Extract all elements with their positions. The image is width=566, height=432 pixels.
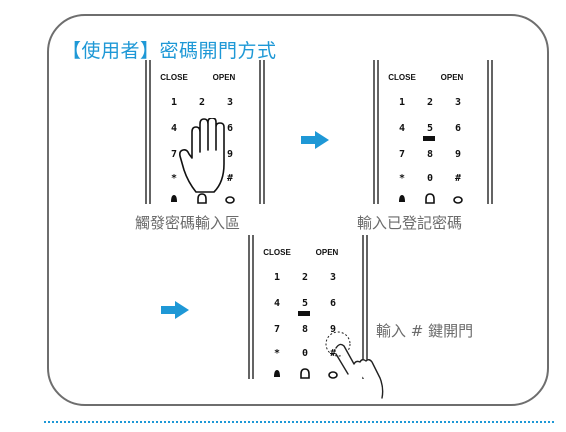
keypad-svg-2: CLOSE OPEN 1 2 3 4 5 6 7 8 9 * 0 # <box>373 60 493 204</box>
keypad-key: 2 <box>427 97 433 108</box>
key-icon <box>328 371 338 379</box>
keypad-key: 1 <box>274 272 280 283</box>
keypad-2: CLOSE OPEN 1 2 3 4 5 6 7 8 9 * 0 # <box>373 60 493 204</box>
bottom-divider <box>44 421 554 423</box>
keypad-key: 3 <box>455 97 461 108</box>
keypad-key: 7 <box>274 324 280 335</box>
keypad-panel-2: CLOSE OPEN 1 2 3 4 5 6 7 8 9 * 0 # <box>368 58 498 208</box>
step-2-caption: 輸入已登記密碼 <box>357 214 463 232</box>
arrow-right-icon <box>301 131 329 149</box>
keypad-3: CLOSE OPEN 1 2 3 4 5 6 7 8 9 * 0 # <box>248 235 368 379</box>
keypad-key: 2 <box>302 272 308 283</box>
close-label: CLOSE <box>263 248 291 257</box>
hand-palm-icon <box>179 118 225 193</box>
keypad-key: 1 <box>399 97 405 108</box>
keypad-key: 8 <box>302 324 308 335</box>
keypad-key: # <box>227 173 233 184</box>
keypad-key: 7 <box>171 149 177 160</box>
page-title: 【使用者】密碼開門方式 <box>62 40 277 62</box>
arrow-right-icon <box>161 301 189 319</box>
bell-icon <box>171 195 177 202</box>
keypad-key: # <box>330 348 336 359</box>
keypad-key: 2 <box>199 97 205 108</box>
lock-icon <box>300 368 310 379</box>
keypad-key: 8 <box>427 149 433 160</box>
keypad-key: 5 <box>427 123 433 134</box>
close-label: CLOSE <box>160 73 188 82</box>
keypad-svg-3: CLOSE OPEN 1 2 3 4 5 6 7 8 9 * 0 # <box>248 235 368 379</box>
keypad-key: 4 <box>171 123 177 134</box>
pointing-hand-icon <box>325 331 384 399</box>
keypad-key: 9 <box>227 149 233 160</box>
bell-icon <box>399 195 405 202</box>
keypad-key: 6 <box>330 298 336 309</box>
keypad-key: 9 <box>330 324 336 335</box>
keypad-key: 3 <box>227 97 233 108</box>
keypad-key: 7 <box>399 149 405 160</box>
keypad-key: 4 <box>274 298 280 309</box>
step-1-caption: 觸發密碼輸入區 <box>135 214 241 232</box>
open-label: OPEN <box>441 73 464 82</box>
keypad-key: 0 <box>302 348 308 359</box>
keypad-key: 9 <box>455 149 461 160</box>
close-label: CLOSE <box>388 73 416 82</box>
keypad-key: 6 <box>227 123 233 134</box>
keypad-key: 4 <box>399 123 405 134</box>
instruction-frame <box>47 14 549 406</box>
keypad-key: 1 <box>171 97 177 108</box>
keypad-key: 6 <box>455 123 461 134</box>
key-icon <box>453 196 463 204</box>
keypad-key: 5 <box>302 298 308 309</box>
open-label: OPEN <box>213 73 236 82</box>
keypad-key: * <box>399 173 405 184</box>
key-indicator <box>423 136 435 141</box>
keypad-panel-3: CLOSE OPEN 1 2 3 4 5 6 7 8 9 * 0 # <box>243 233 373 393</box>
keypad-key: * <box>274 348 280 359</box>
keypad-key: * <box>171 173 177 184</box>
lock-icon <box>425 193 435 204</box>
bell-icon <box>274 370 280 377</box>
key-icon <box>225 196 235 204</box>
key-indicator <box>298 311 310 316</box>
keypad-key: 3 <box>330 272 336 283</box>
keypad-key: 0 <box>427 173 433 184</box>
keypad-key: # <box>455 173 461 184</box>
lock-icon <box>197 193 207 204</box>
open-label: OPEN <box>316 248 339 257</box>
step-3-caption: 輸入 # 鍵開門 <box>376 322 474 340</box>
